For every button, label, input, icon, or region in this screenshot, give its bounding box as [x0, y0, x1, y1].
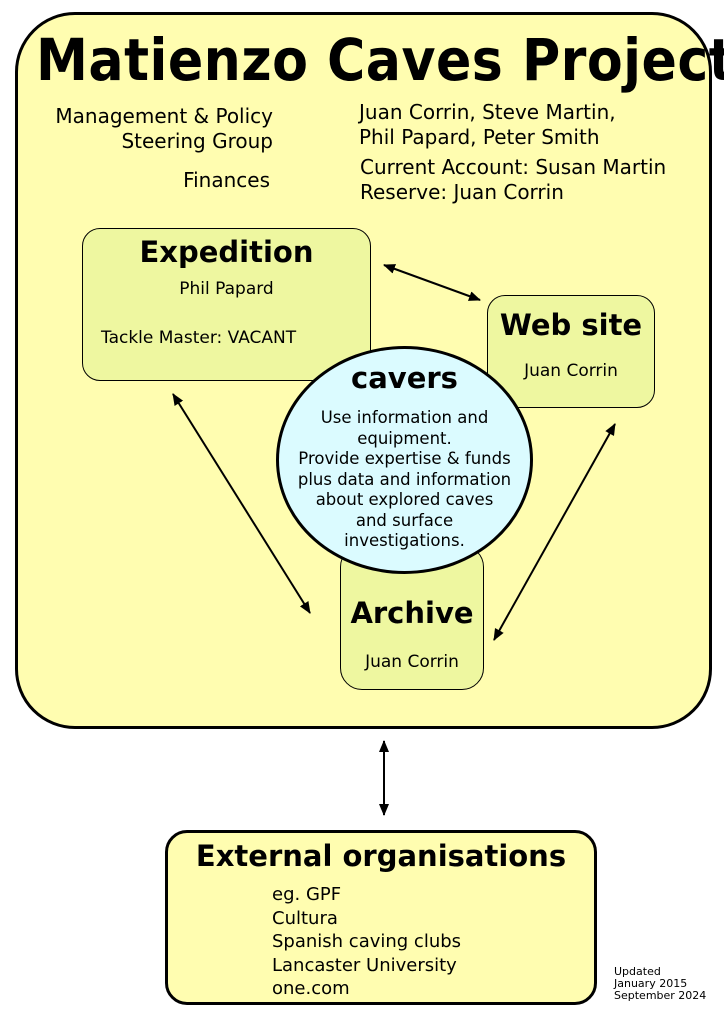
page-title: Matienzo Caves Project [36, 26, 724, 94]
management-members: Juan Corrin, Steve Martin, Phil Papard, … [359, 100, 616, 150]
management-label: Management & Policy Steering Group [38, 104, 273, 154]
cavers-line: investigations. [344, 531, 465, 550]
external-item: Cultura [272, 907, 338, 929]
external-item: Lancaster University [272, 954, 457, 976]
external-item: one.com [272, 978, 350, 999]
expedition-person: Phil Papard [179, 279, 274, 299]
management-label-line1: Management & Policy [55, 104, 273, 128]
arrow-website-archive [493, 423, 616, 641]
expedition-tackle: Tackle Master: VACANT [101, 328, 297, 348]
cavers-line: Use information and [320, 408, 489, 427]
external-list: eg. GPF Cultura Spanish caving clubs Lan… [272, 883, 461, 1001]
finances-label: Finances [183, 168, 270, 192]
external-item: eg. GPF [272, 884, 342, 905]
cavers-line: equipment. [357, 428, 452, 448]
website-box: Web site Juan Corrin [487, 295, 655, 408]
updated-note: Updated January 2015 September 2024 [614, 966, 706, 1002]
website-person: Juan Corrin [524, 361, 618, 381]
finances-accounts: Current Account: Susan Martin Reserve: J… [360, 155, 666, 205]
finances-line2: Reserve: Juan Corrin [360, 180, 564, 204]
finances-line1: Current Account: Susan Martin [360, 155, 667, 179]
cavers-line: and surface [355, 510, 454, 530]
cavers-line: about explored caves [315, 490, 494, 509]
updated-date: September 2024 [614, 989, 707, 1002]
external-item: Spanish caving clubs [272, 931, 462, 952]
external-organisations-box: External organisations eg. GPF Cultura S… [165, 830, 597, 1005]
expedition-box: Expedition Phil Papard Tackle Master: VA… [82, 228, 371, 381]
updated-date: January 2015 [614, 977, 688, 990]
cavers-title: cavers [351, 361, 458, 395]
management-label-line2: Steering Group [121, 129, 273, 153]
arrow-expedition-archive [172, 393, 311, 614]
archive-title: Archive [350, 596, 474, 630]
expedition-title: Expedition [139, 235, 314, 269]
updated-label: Updated [614, 965, 661, 978]
management-members-line1: Juan Corrin, Steve Martin, [359, 100, 616, 124]
cavers-description: Use information and equipment. Provide e… [279, 408, 530, 552]
cavers-circle: cavers Use information and equipment. Pr… [276, 346, 533, 574]
archive-person: Juan Corrin [365, 652, 459, 672]
cavers-line: Provide expertise & funds [298, 449, 511, 468]
management-members-line2: Phil Papard, Peter Smith [359, 125, 600, 149]
cavers-line: plus data and information [297, 469, 512, 489]
arrow-expedition-website [383, 264, 481, 301]
external-title: External organisations [195, 839, 567, 873]
website-title: Web site [499, 308, 643, 342]
